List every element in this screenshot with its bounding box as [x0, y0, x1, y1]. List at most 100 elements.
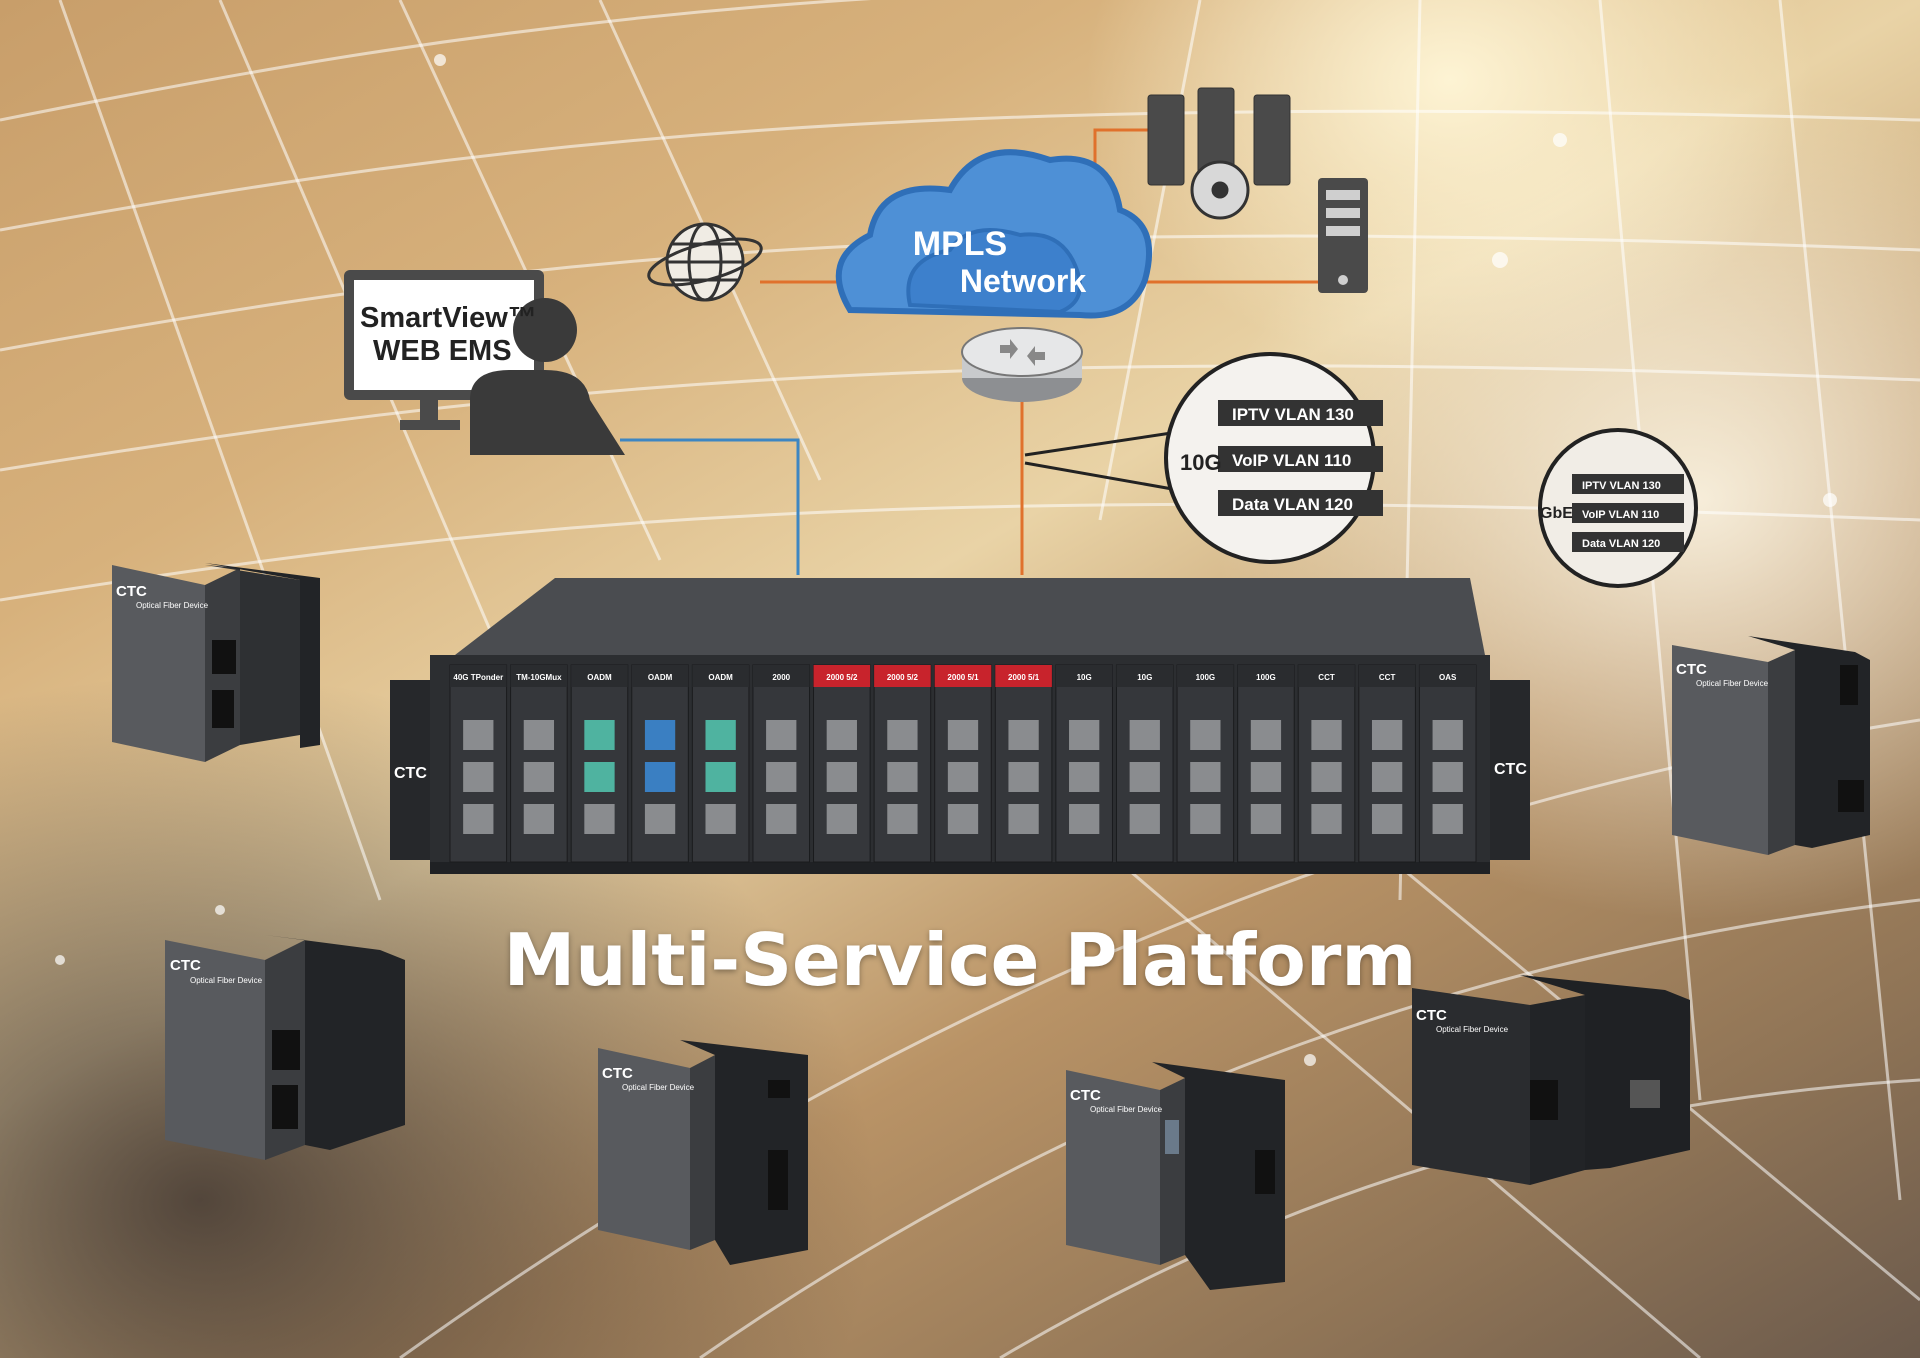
chassis-port [463, 720, 494, 750]
chassis-port [1008, 720, 1039, 750]
chassis-card-label: 10G [1077, 673, 1092, 682]
device-pair-4 [1066, 1062, 1285, 1290]
chassis-card-header [510, 665, 568, 687]
chassis-port [887, 804, 918, 834]
chassis-port [584, 720, 615, 750]
chassis-port [1250, 720, 1282, 750]
vlan-large-entry: VoIP VLAN 110 [1232, 451, 1351, 470]
device-brand: CTC [1676, 661, 1707, 678]
server-link-line [1093, 128, 1150, 170]
ems-link-line [620, 438, 800, 575]
device-brand: CTC [116, 583, 147, 600]
chassis-brand-left: CTC [394, 765, 427, 782]
chassis-port [463, 762, 494, 792]
chassis-card-label: TM-10GMux [516, 673, 562, 682]
chassis-port [584, 762, 615, 792]
chassis-card-label: OAS [1439, 673, 1457, 682]
chassis-port [826, 804, 857, 834]
chassis-port [1311, 762, 1342, 792]
chassis-port [1069, 720, 1100, 750]
chassis-card-header [1237, 665, 1295, 687]
chassis-port [523, 804, 555, 834]
chassis-card-header [692, 665, 749, 687]
chassis-port [1190, 720, 1221, 750]
vlan-large-entry: Data VLAN 120 [1232, 495, 1353, 514]
internet-globe-icon [647, 222, 763, 302]
chassis-card-label: OADM [587, 673, 612, 682]
vlan-bubble-small [1538, 428, 1698, 588]
chassis-port [947, 762, 979, 792]
chassis-card-header [1419, 665, 1476, 687]
chassis-card-label: 2000 5/2 [887, 673, 919, 682]
device-caption: Optical Fiber Device [622, 1083, 695, 1092]
vlan-small-speed: GbE [1540, 505, 1573, 522]
chassis-port [947, 804, 979, 834]
vlan-small-entry: Data VLAN 120 [1582, 538, 1660, 550]
chassis-card-header [631, 665, 689, 687]
chassis-card-header [1177, 665, 1234, 687]
chassis-card-label: 2000 [772, 673, 790, 682]
device-pair-3 [598, 1040, 808, 1265]
chassis-card-header [752, 665, 810, 687]
chassis-card-header [1055, 665, 1113, 687]
ems-label-line2: WEB EMS [373, 335, 512, 367]
vlan-small-entry: VoIP VLAN 110 [1582, 509, 1659, 521]
device-caption: Optical Fiber Device [136, 601, 209, 610]
chassis-card-label: 100G [1196, 673, 1216, 682]
chassis-port [644, 720, 676, 750]
chassis-port [1311, 720, 1342, 750]
device-pair-6 [1672, 636, 1870, 855]
chassis-port [584, 804, 615, 834]
device-brand: CTC [170, 957, 201, 974]
chassis-card-header [1298, 665, 1355, 687]
device-pair-5 [1412, 975, 1690, 1185]
device-pair-1 [112, 563, 320, 762]
chassis-port [1129, 762, 1160, 792]
chassis-port [766, 804, 797, 834]
chassis-card-header [995, 665, 1052, 687]
chassis-card-header [813, 665, 871, 687]
server-rack-icon [1147, 87, 1291, 220]
device-caption: Optical Fiber Device [190, 976, 263, 985]
chassis-port [1008, 762, 1039, 792]
chassis-port [1432, 720, 1463, 750]
chassis-port [826, 762, 857, 792]
chassis-port [887, 720, 918, 750]
vlan-large-entry: IPTV VLAN 130 [1232, 405, 1354, 424]
chassis-card-label: 2000 5/1 [1008, 673, 1040, 682]
server-icon [1318, 178, 1368, 293]
chassis-card-label: OADM [708, 673, 733, 682]
chassis-port [1129, 720, 1160, 750]
chassis-brand-right: CTC [1494, 761, 1527, 778]
chassis-port [1371, 804, 1403, 834]
chassis-card-label: CCT [1318, 673, 1335, 682]
chassis-card-header [934, 665, 992, 687]
chassis-port [1371, 720, 1403, 750]
chassis-port [1190, 804, 1221, 834]
chassis-port [705, 720, 736, 750]
chassis-port [644, 804, 676, 834]
chassis-port [1432, 762, 1463, 792]
chassis-port [887, 762, 918, 792]
chassis-card-label: 2000 5/1 [947, 673, 979, 682]
chassis-port [766, 762, 797, 792]
chassis-port [1129, 804, 1160, 834]
device-caption: Optical Fiber Device [1090, 1105, 1163, 1114]
chassis-port [1008, 804, 1039, 834]
device-caption: Optical Fiber Device [1436, 1025, 1509, 1034]
device-brand: CTC [1416, 1007, 1447, 1024]
chassis-port [947, 720, 979, 750]
chassis-port [766, 720, 797, 750]
chassis-port [1250, 804, 1282, 834]
chassis-card-label: 100G [1256, 673, 1276, 682]
chassis-port [1069, 804, 1100, 834]
vlan-small-entry: IPTV VLAN 130 [1582, 480, 1661, 492]
chassis-card-header [1116, 665, 1174, 687]
chassis-port [523, 720, 555, 750]
chassis-card-header [571, 665, 628, 687]
chassis-card-label: 10G [1137, 673, 1152, 682]
chassis-port [705, 804, 736, 834]
chassis-port [463, 804, 494, 834]
chassis-card-header [874, 665, 931, 687]
